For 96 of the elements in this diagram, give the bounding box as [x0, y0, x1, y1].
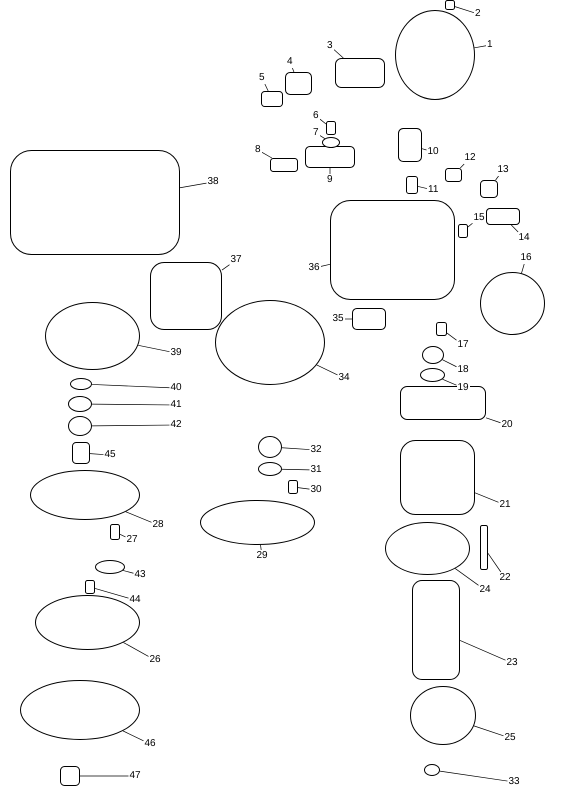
leader-line [264, 84, 269, 92]
screw-drawing [458, 224, 468, 238]
leader-line [316, 364, 338, 376]
connector-drawing [406, 176, 418, 194]
leader-line [320, 135, 326, 139]
leader-line [488, 552, 502, 572]
leader-line [468, 222, 473, 228]
screw-drawing [445, 0, 455, 10]
spring-drawing [445, 168, 462, 182]
carbon-brush-drawing [261, 91, 283, 107]
leader-line [90, 453, 104, 455]
leader-line [442, 378, 457, 386]
leader-line [282, 468, 310, 470]
leader-line [262, 152, 272, 158]
leader-line [474, 492, 499, 503]
bearing-drawing [68, 416, 92, 436]
dust-bag-drawing [10, 150, 180, 255]
bearing-drawing [68, 396, 92, 412]
armature-drawing [412, 580, 460, 680]
callout-number: 44 [128, 594, 142, 606]
leader-line [510, 224, 518, 232]
callout-number: 12 [464, 152, 477, 164]
leader-line [260, 544, 262, 550]
leader-line [282, 447, 310, 450]
dust-nozzle-drawing [150, 262, 222, 330]
leader-line [454, 6, 474, 14]
bolt-drawing [60, 766, 80, 786]
callout-number: 13 [496, 164, 510, 176]
leader-line [292, 68, 294, 72]
leader-line [446, 332, 457, 341]
leader-line [92, 384, 170, 388]
screw-drawing [326, 121, 336, 135]
field-coil-drawing [400, 440, 475, 515]
leader-line [92, 404, 170, 406]
leader-line [122, 570, 134, 574]
plate-drawing [200, 500, 315, 545]
bearing-holder-drawing [420, 368, 445, 382]
long-screw-drawing [480, 525, 488, 570]
fan-drawing [45, 302, 140, 370]
leader-line [442, 359, 457, 368]
washer-drawing [424, 764, 440, 776]
leader-line [138, 344, 170, 352]
pad-ring-drawing [35, 595, 140, 650]
bearing-drawing [258, 436, 282, 458]
baffle-ring-drawing [385, 522, 470, 575]
screw-drawing [110, 524, 120, 540]
leader-line [334, 49, 344, 58]
end-cap-drawing [480, 272, 545, 335]
ring-drawing [70, 378, 92, 390]
motor-housing-drawing [330, 200, 455, 300]
sanding-pad-drawing [20, 680, 140, 740]
leader-line [222, 264, 230, 270]
leader-line [418, 186, 428, 189]
leader-line [454, 568, 479, 586]
handle-cover-drawing [395, 10, 475, 100]
label-plate-drawing [352, 308, 386, 330]
leader-line [521, 264, 525, 274]
leader-line [422, 148, 427, 150]
disc-drawing [95, 560, 125, 574]
leader-line [495, 176, 499, 180]
capacitor-drawing [398, 128, 422, 162]
leader-line [440, 770, 508, 782]
bushing-drawing [72, 442, 90, 464]
ring-drawing [322, 137, 340, 148]
screw-drawing [85, 580, 95, 594]
leader-line [298, 487, 310, 490]
leader-line [474, 726, 504, 736]
leader-line [94, 588, 129, 598]
leader-line [486, 417, 501, 424]
leader-line [474, 45, 486, 48]
rod-drawing [270, 158, 298, 172]
lock-button-drawing [480, 180, 498, 198]
bearing-drawing [422, 346, 444, 364]
fan-drawing [410, 686, 476, 745]
leader-line [460, 640, 506, 661]
leader-line [123, 642, 149, 657]
screw-drawing [288, 480, 298, 494]
clip-drawing [436, 322, 447, 336]
leader-line [460, 164, 465, 168]
leader-line [180, 182, 207, 188]
leader-line [320, 264, 330, 267]
washer-drawing [258, 462, 282, 476]
housing-ring-drawing [30, 470, 140, 520]
label-plate-drawing [486, 208, 520, 225]
leader-line [92, 424, 170, 426]
callout-number: 16 [520, 252, 533, 264]
leader-line [125, 511, 152, 523]
callout-number: 5 [258, 72, 266, 84]
bearing-box-drawing [215, 300, 325, 385]
leader-line [120, 534, 126, 538]
tube-drawing [305, 146, 355, 168]
switch-drawing [335, 58, 385, 88]
callout-number: 4 [286, 56, 294, 68]
leader-line [344, 318, 352, 320]
brush-holder-drawing [285, 72, 312, 95]
leader-line [122, 730, 144, 742]
